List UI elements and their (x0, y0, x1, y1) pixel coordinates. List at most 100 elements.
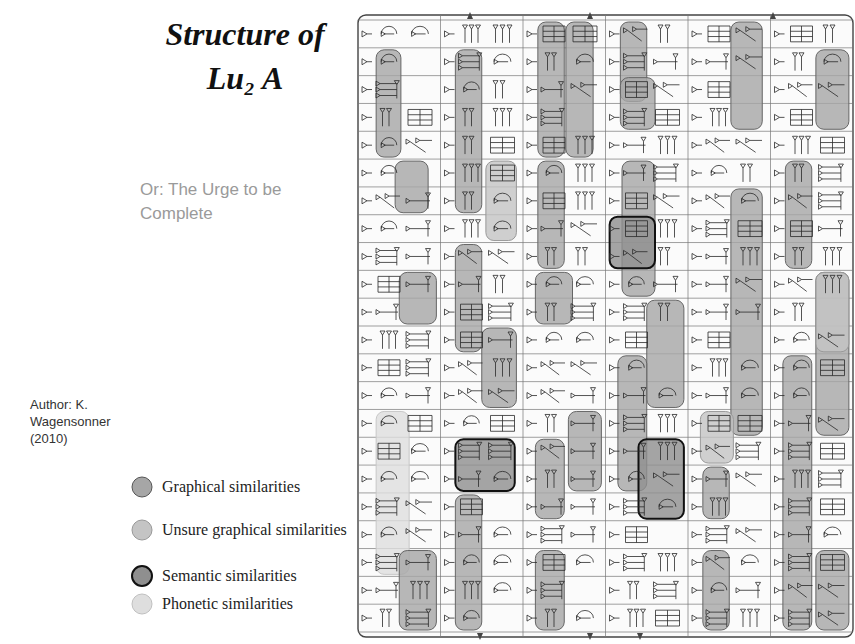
cuneiform-sign (775, 221, 844, 237)
cuneiform-sign (445, 108, 513, 126)
cuneiform-sign (775, 192, 844, 210)
cuneiform-sign (692, 442, 761, 460)
cuneiform-sign (610, 164, 679, 182)
cuneiform-sign (362, 331, 431, 349)
cuneiform-sign (610, 303, 671, 321)
cuneiform-sign (445, 136, 515, 154)
cuneiform-sign (362, 221, 431, 237)
cuneiform-sign (610, 527, 648, 543)
cuneiform-sign (362, 359, 431, 377)
cuneiform-sign (445, 471, 511, 487)
cuneiform-sign (445, 192, 511, 210)
cuneiform-sign (445, 555, 511, 566)
cuneiform-sign (445, 499, 483, 515)
cuneiform-sign (610, 581, 679, 599)
cuneiform-sign (527, 470, 596, 488)
row-rule (358, 548, 853, 549)
row-rule (358, 326, 853, 327)
cuneiform-sign (775, 527, 841, 543)
cuneiform-sign (775, 332, 845, 347)
row-rule (358, 47, 853, 48)
cuneiform-sign (610, 360, 645, 371)
cuneiform-sign (527, 26, 597, 42)
cuneiform-sign (775, 554, 845, 572)
cuneiform-sign (610, 248, 671, 266)
cuneiform-sign (445, 25, 513, 43)
cuneiform-sign (362, 554, 431, 572)
tablet-grid (358, 15, 853, 637)
cuneiform-sign (692, 388, 758, 404)
cuneiform-sign (445, 442, 514, 460)
cuneiform-sign (445, 332, 514, 348)
diagram-title: Structure of Lu₂ A (160, 12, 330, 100)
similarity-blob (399, 272, 436, 324)
cuneiform-sign (527, 555, 593, 571)
similarity-blob (816, 272, 849, 435)
cuneiform-sign (362, 581, 430, 599)
cuneiform-sign (692, 164, 753, 182)
cuneiform-sign (362, 443, 428, 459)
cuneiform-sign (775, 53, 841, 71)
similarity-blob (395, 161, 428, 213)
cuneiform-sign (692, 220, 762, 238)
similarity-blobs (376, 22, 849, 630)
cuneiform-sign (362, 138, 432, 153)
legend-text: Graphical similarities (162, 475, 347, 499)
cuneiform-sign (692, 582, 761, 598)
cuneiform-sign (775, 275, 843, 293)
similarity-blob (376, 50, 401, 157)
legend-text: Semantic similarities (162, 564, 347, 588)
cuneiform-sign (610, 388, 676, 404)
cuneiform-sign (610, 136, 678, 154)
cuneiform-sign (775, 25, 836, 43)
cuneiform-sign (362, 415, 432, 431)
cuneiform-sign (775, 164, 844, 182)
row-rule (358, 270, 853, 271)
similarity-blob (455, 50, 481, 213)
cuneiform-sign (775, 442, 845, 460)
cuneiform-sign (692, 108, 728, 126)
cuneiform-sign (445, 220, 511, 238)
cuneiform-sign (445, 81, 506, 99)
cuneiform-sign (362, 304, 399, 320)
cuneiform-sign (775, 498, 845, 516)
cuneiform-sign (692, 276, 762, 292)
cuneiform-sign (692, 526, 762, 544)
row-rule (358, 186, 853, 187)
row-rule (358, 465, 853, 466)
cuneiform-sign (527, 221, 597, 237)
subtitle-note: Or: The Urge to be Complete (140, 178, 305, 226)
tablet-outline (358, 15, 853, 637)
cuneiform-sign (692, 555, 758, 570)
similarity-blob (610, 217, 655, 269)
cuneiform-sign (445, 275, 506, 293)
legend-text: Unsure graphical similarities (162, 518, 347, 542)
cuneiform-sign (692, 26, 762, 42)
row-rule (358, 520, 853, 521)
cuneiform-sign (527, 53, 593, 71)
column-arrows (467, 12, 776, 640)
similarity-blob (376, 411, 409, 574)
cuneiform-sign (527, 499, 596, 515)
row-rule (358, 632, 853, 633)
cuneiform-sign (610, 498, 676, 516)
cuneiform-sign (775, 609, 845, 627)
cuneiform-sign (775, 470, 844, 488)
legend-entry: Unsure graphical similarities (130, 518, 347, 542)
cuneiform-sign (527, 526, 596, 544)
cuneiform-sign (362, 193, 431, 209)
cuneiform-sign (362, 81, 399, 99)
cuneiform-sign (362, 108, 432, 126)
cuneiform-sign (692, 471, 762, 487)
cuneiform-sign (610, 82, 680, 98)
cuneiform-sign (692, 82, 730, 98)
cuneiform-sign (610, 332, 648, 348)
row-rule (358, 381, 853, 382)
similarity-blob (455, 439, 514, 491)
cuneiform-sign (692, 609, 760, 627)
cuneiform-sign (692, 248, 760, 266)
legend-swatch-box (130, 592, 154, 616)
cuneiform-sign (445, 359, 513, 377)
similarity-blob (538, 161, 564, 268)
row-rule (358, 353, 853, 354)
